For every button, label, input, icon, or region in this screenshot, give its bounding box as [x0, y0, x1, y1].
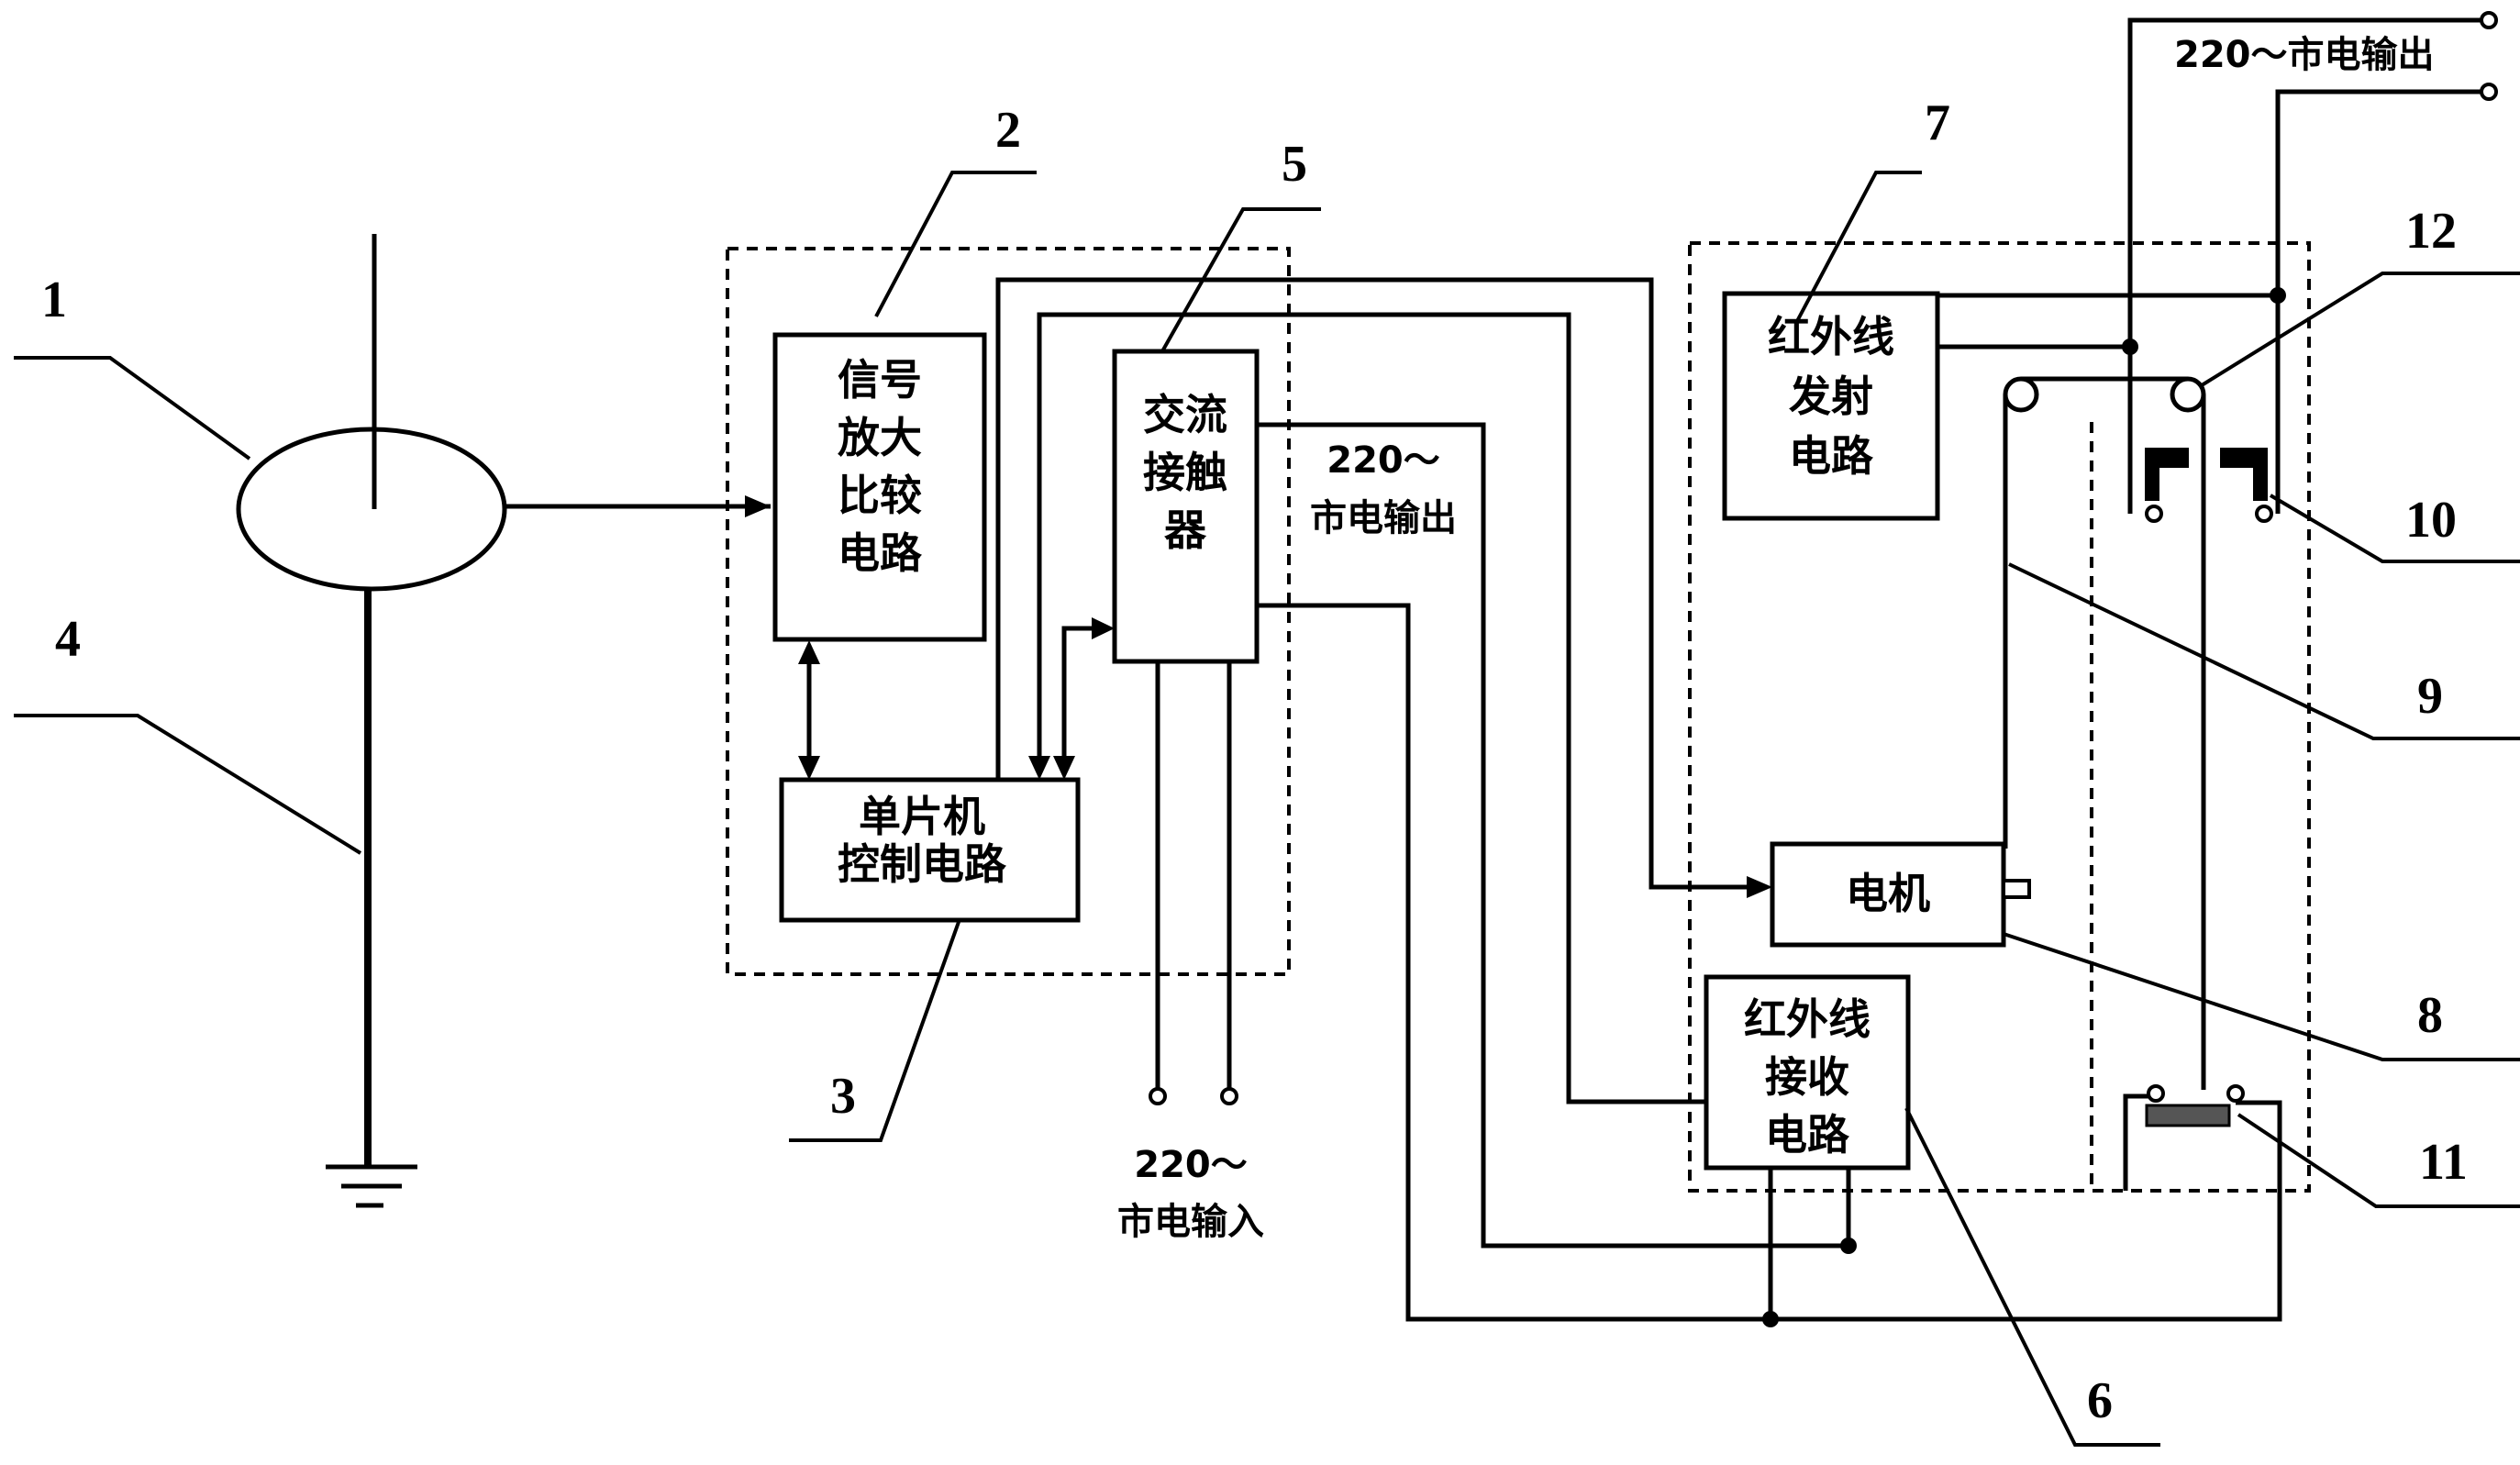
signal-amp-line2: 放大 [838, 413, 922, 462]
motor-shaft [2004, 881, 2029, 897]
arrow-from-contactor [1053, 756, 1075, 780]
label-4: 4 [55, 611, 81, 668]
sensor-ellipse [239, 429, 505, 589]
ir-emit-line2: 发射 [1789, 372, 1873, 421]
label-5: 5 [1282, 136, 1307, 193]
mcu-line1: 单片机 [859, 792, 985, 841]
ground-symbol [326, 1167, 417, 1205]
ir-recv-line1: 红外线 [1744, 994, 1871, 1044]
label-3: 3 [830, 1068, 856, 1125]
ir-recv-line3: 电路 [1765, 1110, 1850, 1160]
mcu-contactor-wire [1064, 628, 1104, 769]
label-12: 12 [2405, 203, 2457, 260]
contactor-line1: 交流 [1143, 390, 1227, 439]
signal-amp-line1: 信号 [838, 355, 922, 405]
leader-12 [2202, 273, 2520, 385]
signal-amp-line4: 电路 [838, 528, 923, 578]
ir-emit-line1: 红外线 [1768, 312, 1894, 361]
arrow-up [798, 640, 820, 664]
mcu-line2: 控制电路 [838, 839, 1007, 889]
pulley-right [2172, 379, 2204, 410]
signal-amp-line3: 比较 [838, 471, 922, 520]
upper-limit-switch [2145, 448, 2271, 521]
top-output-label: 220～市电输出 [2174, 34, 2435, 76]
leader-1 [14, 358, 250, 459]
leader-2 [876, 172, 1037, 316]
leader-9 [2009, 564, 2520, 738]
label-7: 7 [1925, 94, 1950, 151]
pulley-left [2005, 379, 2037, 410]
label-6: 6 [2087, 1372, 2113, 1429]
mid-output-line1: 220～ [1327, 439, 1440, 482]
arrow-to-signal [745, 495, 771, 517]
label-11: 11 [2419, 1134, 2468, 1191]
arrow-to-contactor [1092, 617, 1115, 639]
lower-limit-switch [2147, 1086, 2243, 1126]
arrow-to-motor [1747, 876, 1772, 898]
junction-c [1840, 1237, 1857, 1254]
ir-recv-line2: 接收 [1765, 1052, 1849, 1102]
input-terminal-2 [1222, 1089, 1237, 1104]
contactor-line2: 接触 [1143, 448, 1227, 497]
top-terminal-1 [2481, 13, 2496, 28]
arrow-to-mcu [1028, 756, 1050, 780]
label-8: 8 [2417, 987, 2443, 1044]
top-output-wire-1 [2130, 20, 2483, 514]
input-line1: 220～ [1134, 1144, 1248, 1186]
label-9: 9 [2417, 668, 2443, 725]
contactor-line3: 器 [1164, 505, 1207, 555]
leader-6 [1906, 1108, 2160, 1445]
input-line2: 市电输入 [1117, 1201, 1264, 1243]
leader-4 [14, 716, 361, 853]
mid-output-line2: 市电输出 [1310, 497, 1457, 539]
label-1: 1 [41, 272, 67, 328]
label-10: 10 [2405, 492, 2457, 549]
top-terminal-2 [2481, 84, 2496, 99]
motor-label: 电机 [1846, 869, 1930, 918]
junction-d [1762, 1311, 1779, 1327]
label-2: 2 [995, 102, 1021, 159]
ir-emit-line3: 电路 [1789, 431, 1874, 481]
leader-3 [789, 922, 959, 1140]
input-terminal-1 [1150, 1089, 1165, 1104]
arrow-down [798, 756, 820, 780]
